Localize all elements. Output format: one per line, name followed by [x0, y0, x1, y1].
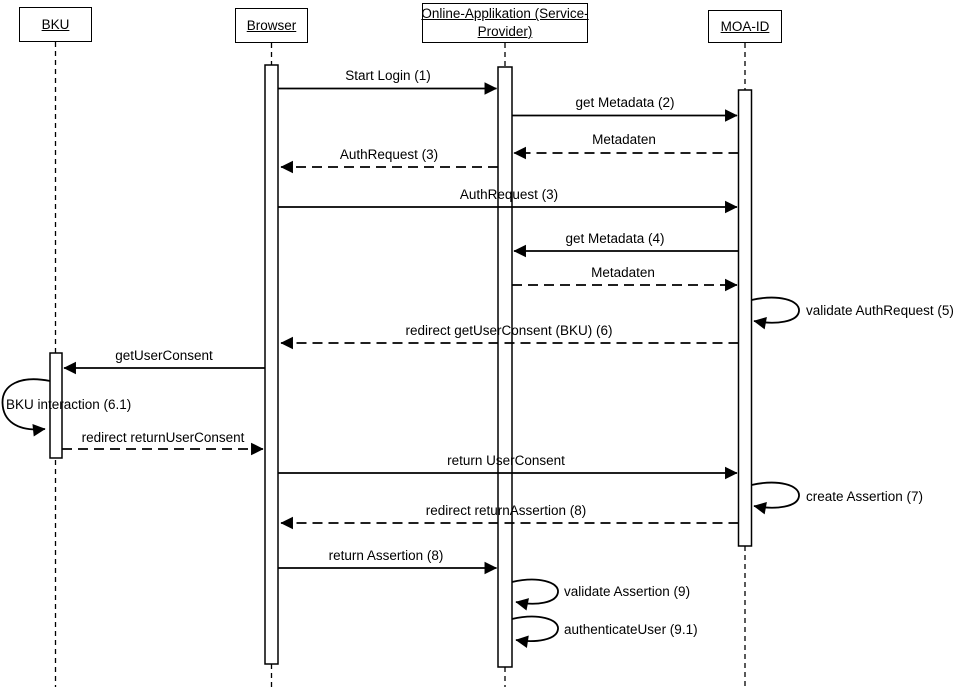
message-label-redirect-getuserconsent: redirect getUserConsent (BKU) (6) [405, 323, 613, 338]
arrow-validate-authrequest-selfloop [751, 296, 800, 330]
activation-bar-moa-id [737, 89, 753, 547]
activation-bars [49, 64, 753, 668]
actor-label-online-app-line2: Provider) [477, 24, 533, 39]
actor-label-browser: Browser [246, 17, 297, 33]
actor-box-browser: Browser [235, 8, 308, 43]
message-label-redirect-returnassertion: redirect returnAssertion (8) [425, 503, 587, 518]
message-label-getuserconsent: getUserConsent [115, 348, 213, 363]
message-label-create-assertion: create Assertion (7) [806, 489, 924, 504]
arrow-create-assertion-selfloop [751, 481, 800, 515]
arrow-authenticateuser-selfloop [511, 615, 559, 649]
actor-label-bku: BKU [41, 16, 70, 32]
message-label-redirect-returnuserconsent: redirect returnUserConsent [81, 430, 245, 445]
activation-bar-bku [49, 352, 63, 459]
message-label-return-userconsent: return UserConsent [447, 453, 565, 468]
actor-label-moa-id: MOA-ID [720, 18, 770, 34]
message-label-authrequest-moa: AuthRequest (3) [459, 187, 559, 202]
activation-bar-browser [264, 64, 279, 665]
message-arrows [1, 82, 800, 649]
message-label-get-metadata-2: get Metadata (2) [575, 95, 675, 110]
lifelines [54, 42, 746, 687]
message-label-validate-authrequest: validate AuthRequest (5) [806, 303, 954, 318]
actor-label-online-app-line1: Online-Applikation (Service- [421, 6, 589, 22]
message-label-bku-interaction: BKU interaction (6.1) [6, 397, 132, 412]
message-label-metadaten-2: Metadaten [591, 265, 655, 280]
message-label-authenticateuser: authenticateUser (9.1) [564, 622, 698, 637]
message-label-get-metadata-4: get Metadata (4) [565, 231, 665, 246]
actor-box-bku: BKU [19, 7, 92, 42]
actor-box-online-app: Online-Applikation (Service- Provider) [421, 3, 589, 43]
message-label-start-login: Start Login (1) [345, 68, 431, 83]
actor-box-moa-id: MOA-ID [708, 10, 782, 43]
arrow-bku-interaction-selfloop [1, 378, 51, 437]
message-label-validate-assertion: validate Assertion (9) [564, 584, 691, 599]
message-label-return-assertion: return Assertion (8) [328, 548, 444, 563]
message-label-authrequest-browser: AuthRequest (3) [339, 147, 439, 162]
message-label-metadaten-1: Metadaten [592, 132, 656, 147]
activation-bar-online-app [497, 66, 513, 668]
arrow-validate-assertion-selfloop [511, 578, 559, 611]
